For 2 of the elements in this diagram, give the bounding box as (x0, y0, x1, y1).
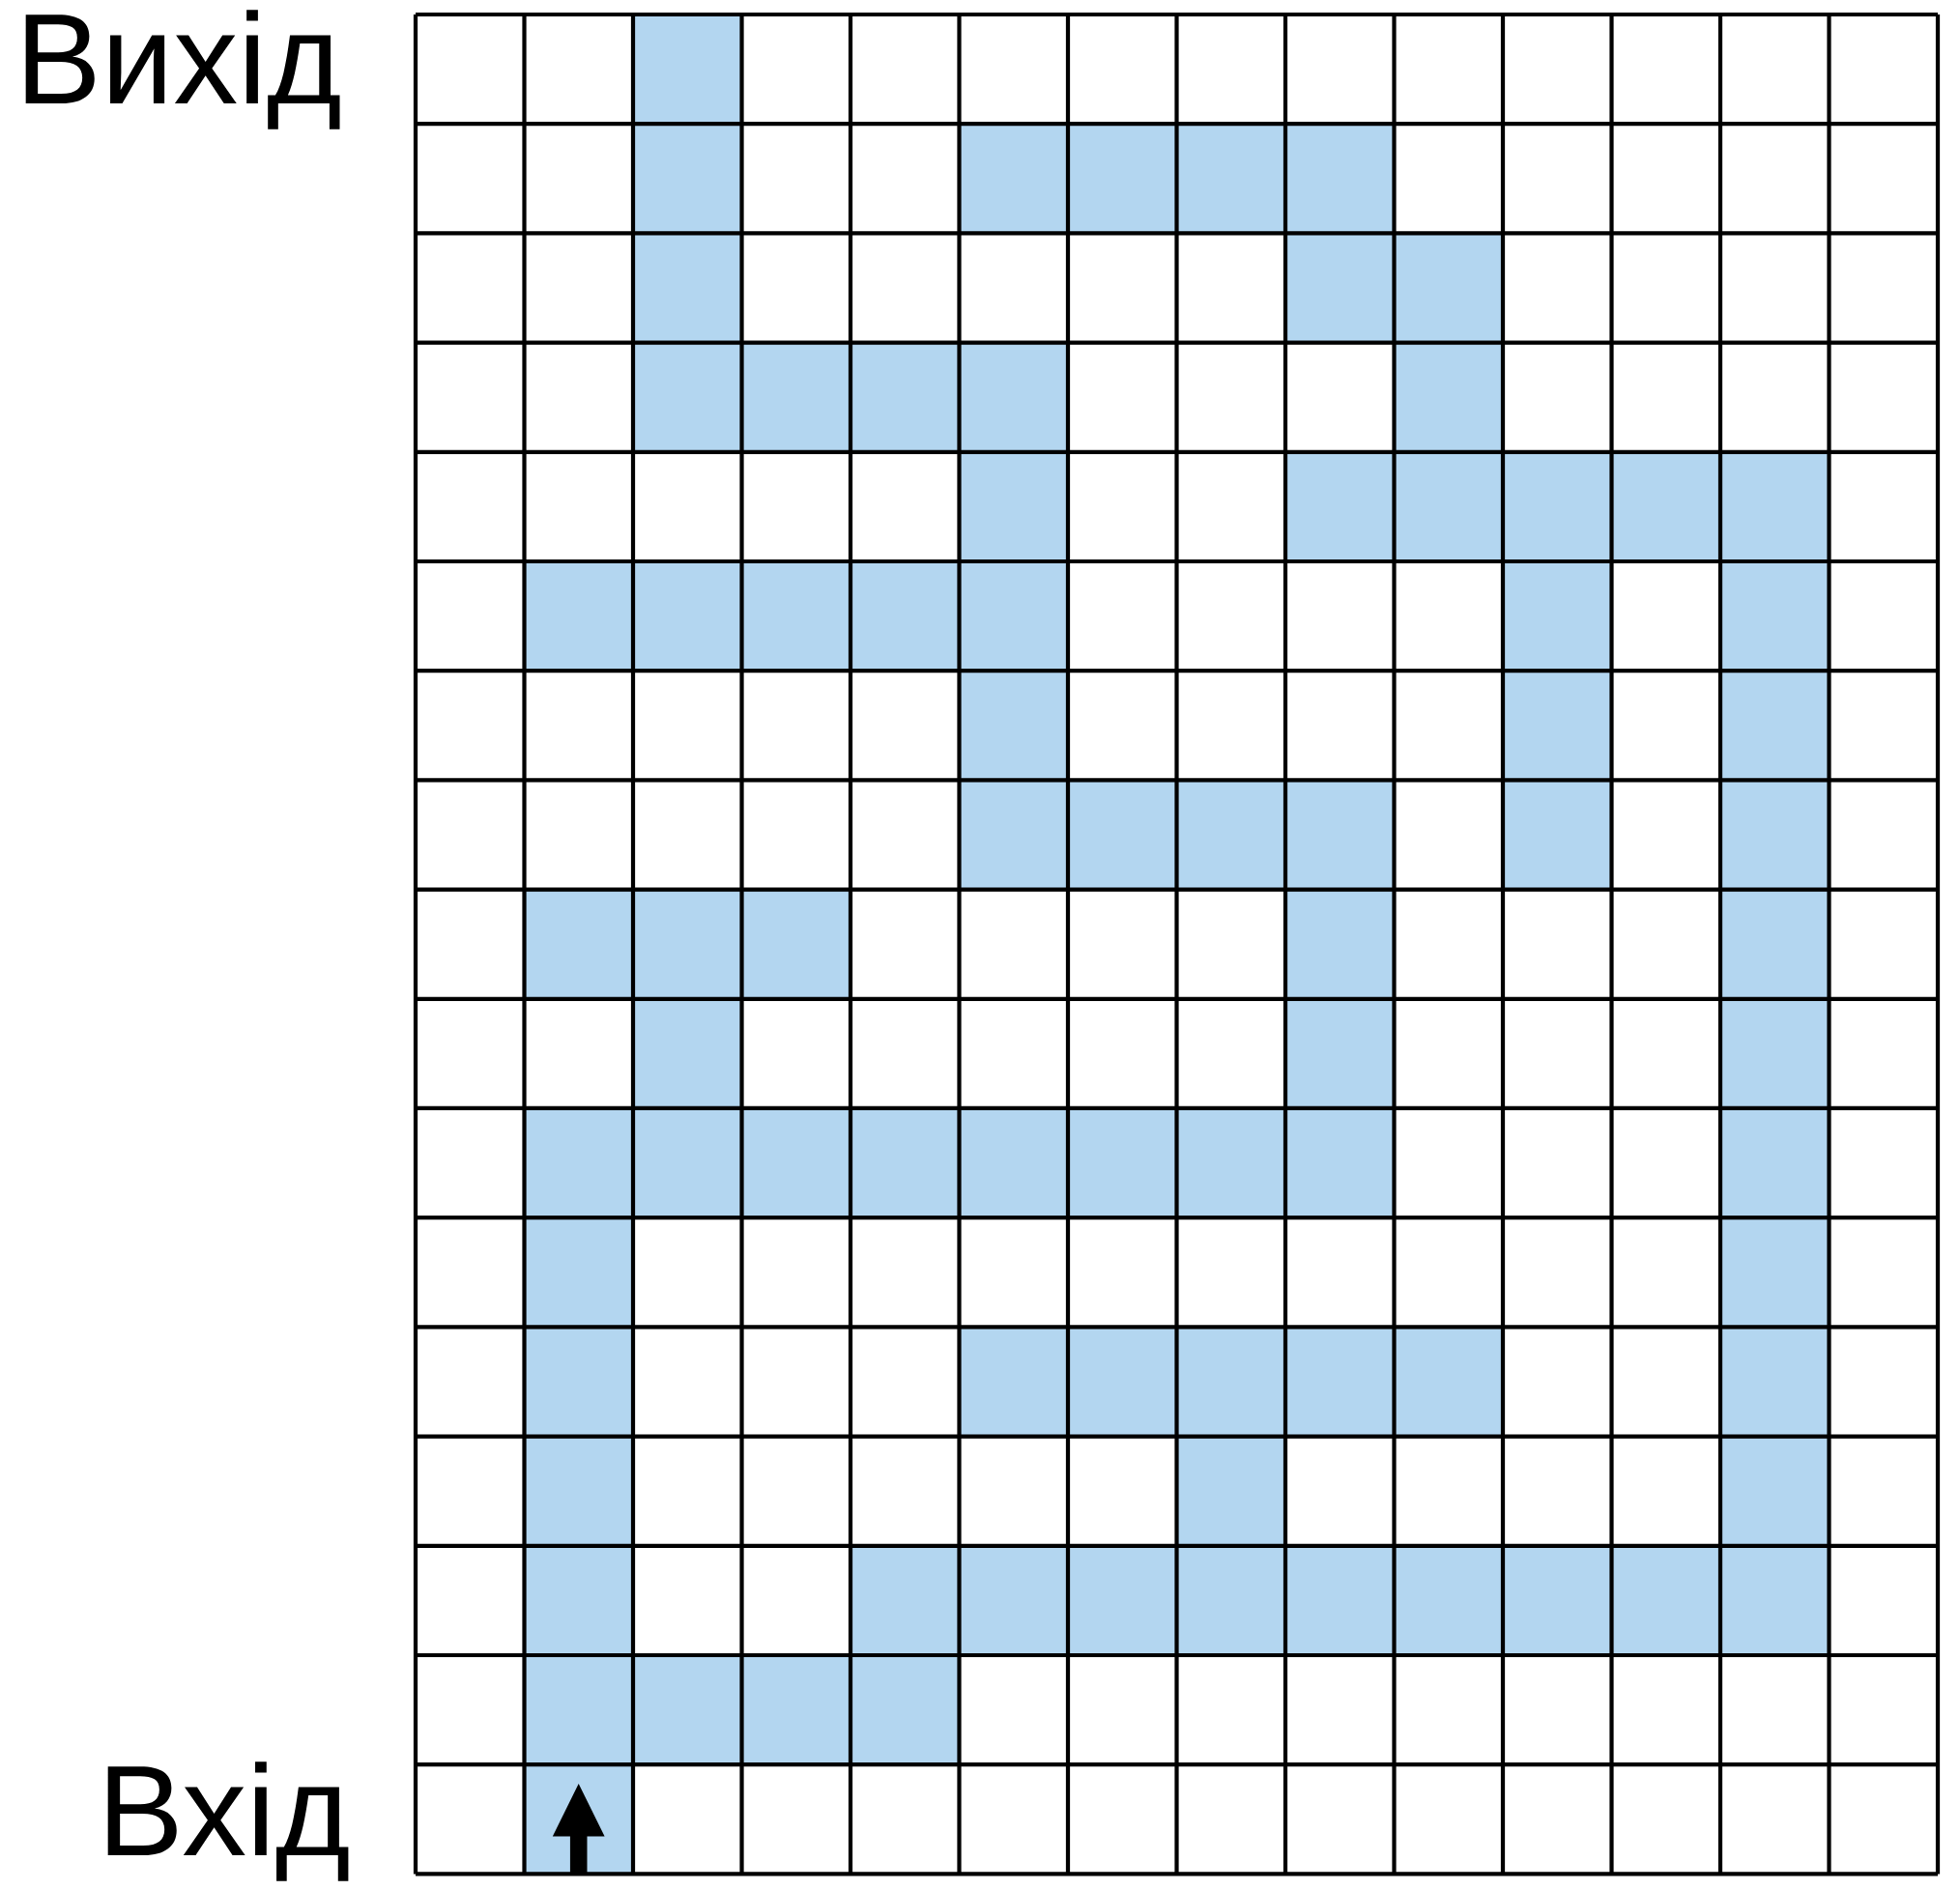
maze-label: Вихід (25, 10, 340, 129)
maze-label: Вхід (107, 1761, 349, 1881)
